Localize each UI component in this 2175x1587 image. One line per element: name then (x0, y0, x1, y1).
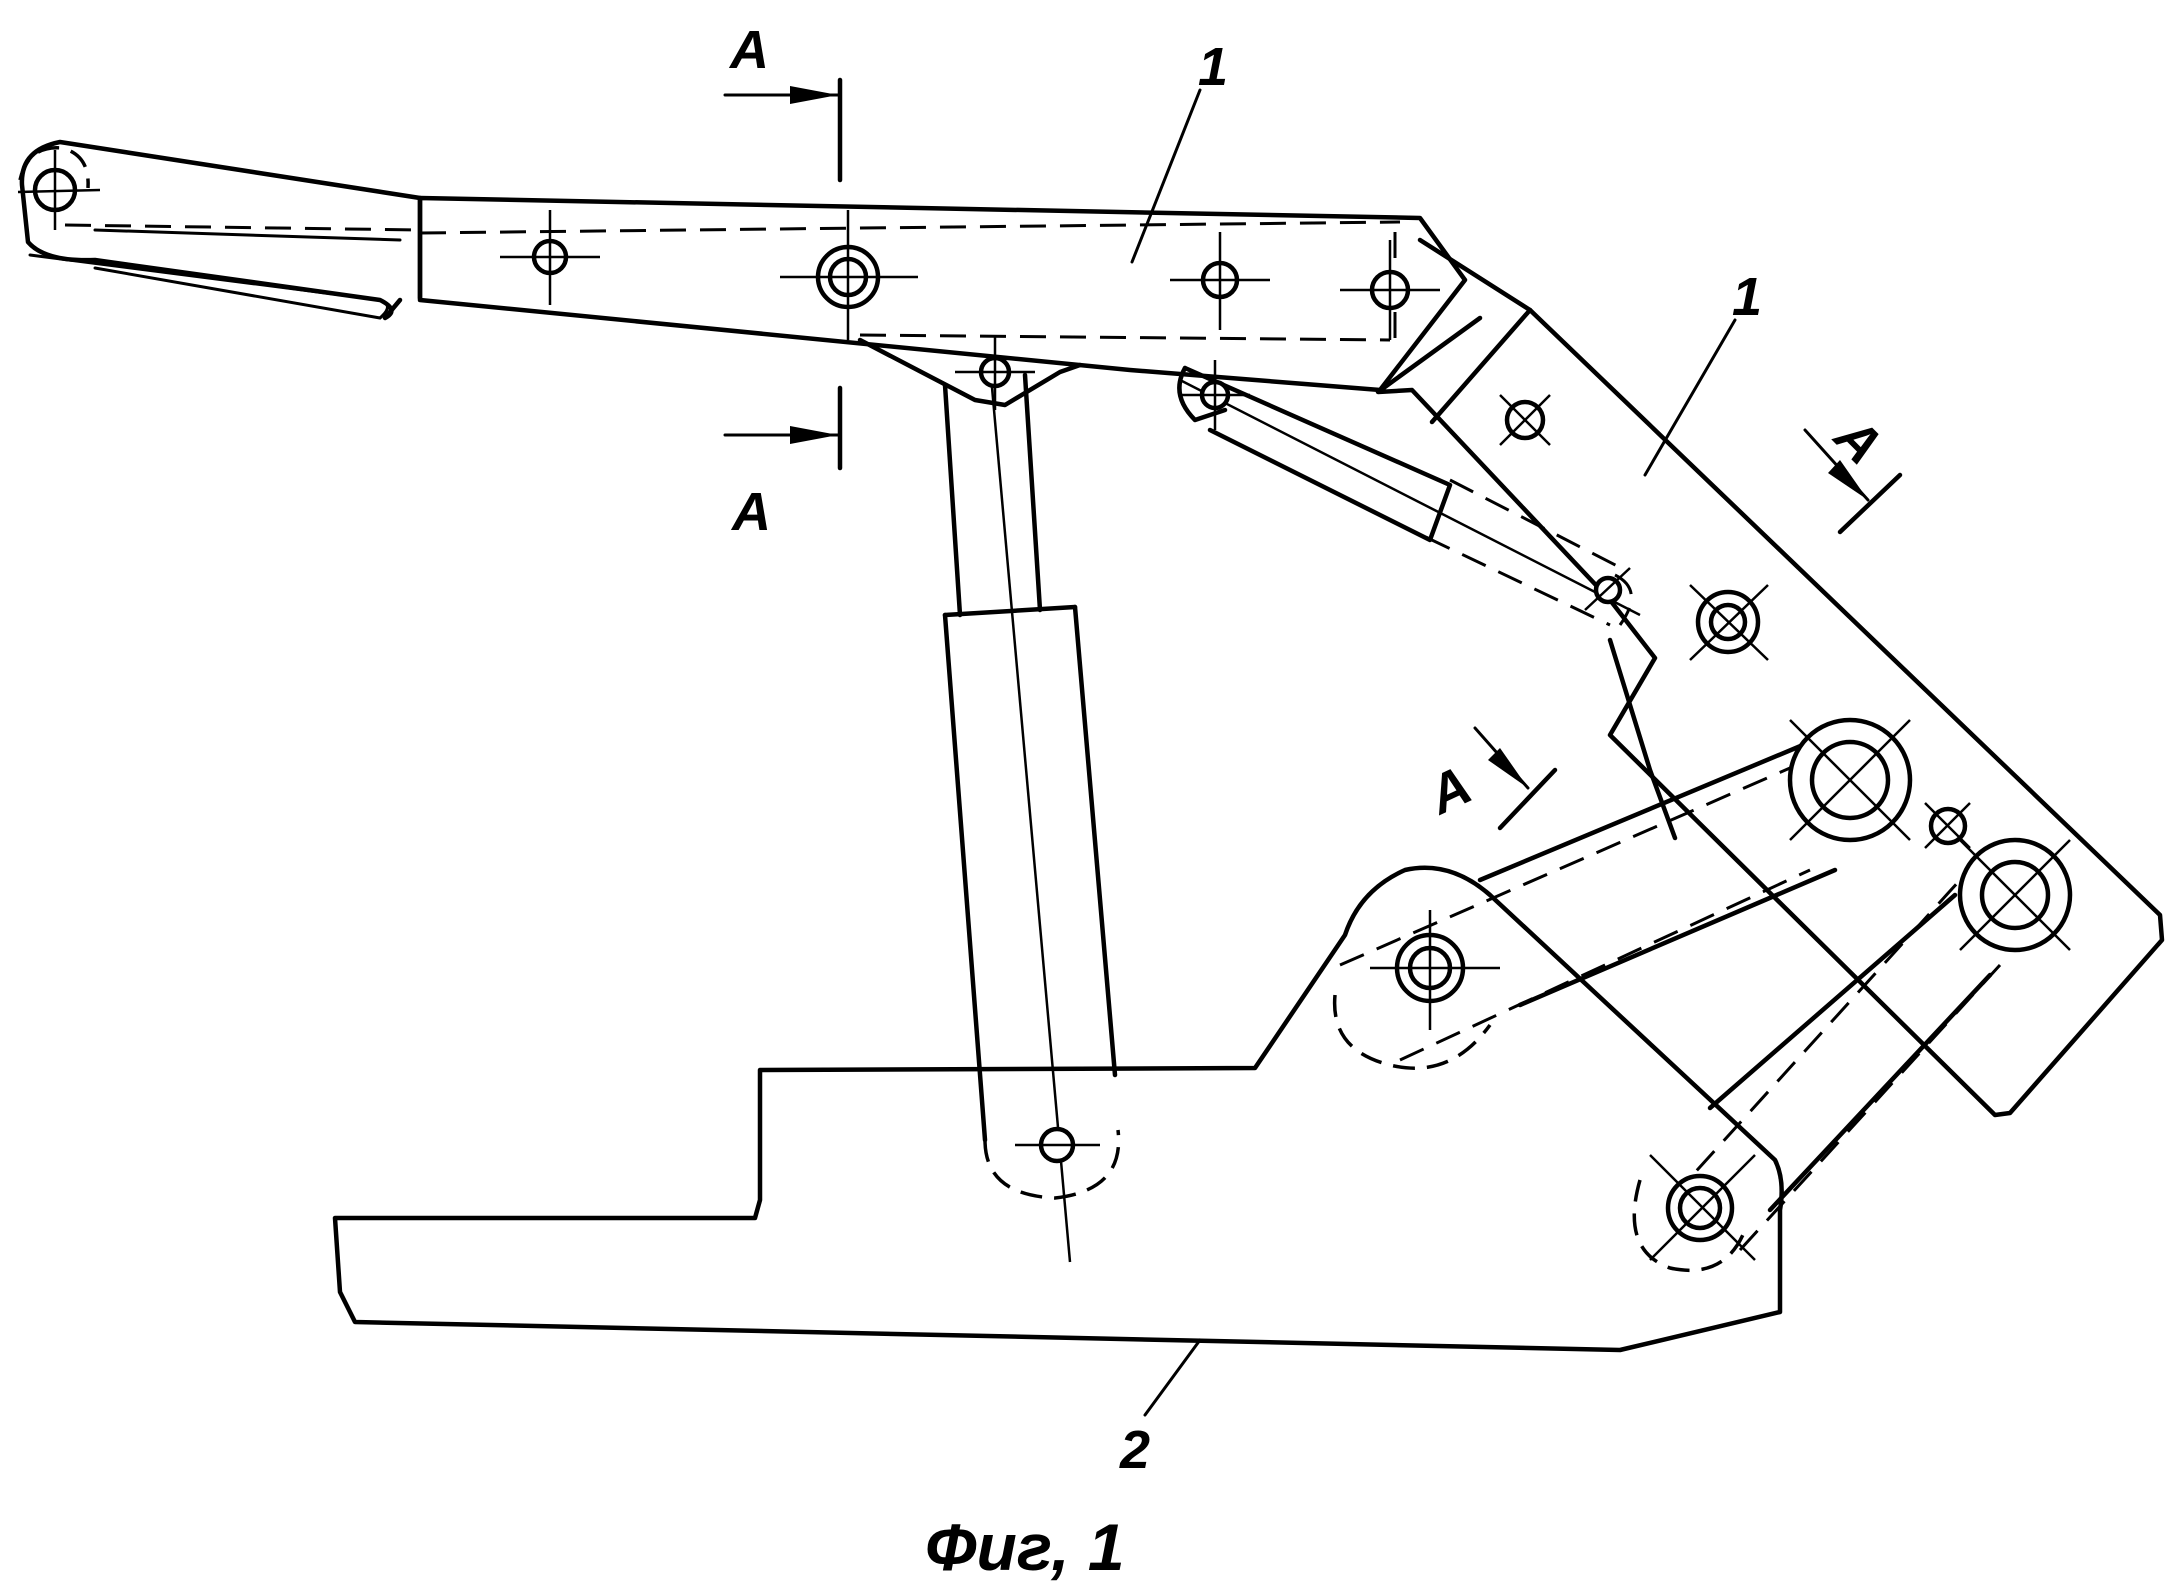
part-label-2-base: 2 (1119, 1420, 1150, 1480)
pin (500, 210, 600, 305)
section-marker-top: A (725, 20, 840, 180)
part-label-1-boom: 1 (1198, 37, 1228, 97)
section-marker-bottom: A (725, 388, 840, 542)
pin (1925, 803, 1970, 848)
upper-boom (22, 142, 1465, 390)
secondary-cylinder (1179, 368, 1640, 625)
section-marker-mid: A (1418, 728, 1555, 828)
pin-arm (1500, 395, 1550, 445)
base-plate (335, 868, 1782, 1350)
pivot-base-link (1650, 1155, 1755, 1260)
swing-arm (1378, 240, 2162, 1115)
pivot-large (1960, 840, 2070, 950)
pivot-base-link (1370, 910, 1500, 1030)
figure-caption: Фиг, 1 (925, 1510, 1125, 1584)
part-label-1-arm: 1 (1732, 267, 1762, 327)
joints (18, 148, 2070, 1260)
pin (1170, 232, 1270, 330)
pivot-large (1790, 720, 1910, 840)
section-label-top: A (728, 20, 769, 80)
pin-cyl-bottom (1015, 1129, 1100, 1161)
section-marker-right: A (1805, 405, 1900, 532)
leader-part-1-boom: 1 (1132, 37, 1228, 262)
leader-part-2-base: 2 (1119, 1340, 1200, 1480)
pin-bracket (955, 335, 1035, 410)
section-label-bottom: A (730, 482, 771, 542)
section-label-right: A (1822, 405, 1893, 476)
main-cylinder (945, 365, 1119, 1262)
pin-double (1690, 585, 1768, 660)
pin (1340, 240, 1440, 340)
section-label-mid: A (1418, 755, 1481, 827)
leader-part-1-arm: 1 (1645, 267, 1762, 475)
